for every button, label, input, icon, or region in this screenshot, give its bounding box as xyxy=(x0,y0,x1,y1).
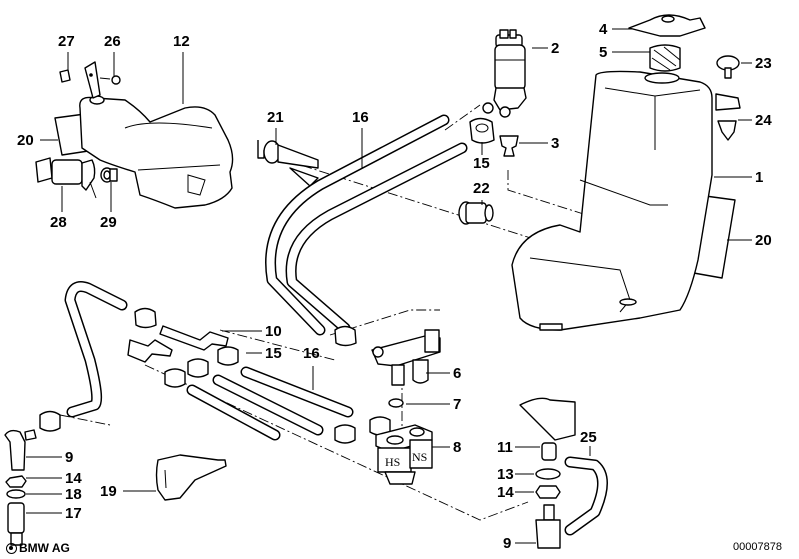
rubber-grommet-29 xyxy=(100,167,118,183)
part-label-8: 8 xyxy=(453,439,462,456)
part-label-16-middle: 16 xyxy=(303,345,320,362)
hose-left xyxy=(64,281,128,418)
expanding-rivet-23 xyxy=(716,55,740,79)
part-label-27: 27 xyxy=(58,33,75,50)
hose-connectors-10 xyxy=(127,325,229,363)
brand-name: BMW AG xyxy=(19,541,70,555)
leader-lines xyxy=(26,28,752,544)
part-label-6: 6 xyxy=(453,365,462,382)
hose-holder-19 xyxy=(155,454,227,501)
hose-clamp-15-top xyxy=(469,117,495,144)
plug-grommet-22 xyxy=(458,201,494,225)
pump-motor-28 xyxy=(35,157,97,199)
part-label-4: 4 xyxy=(599,21,608,38)
part-label-21: 21 xyxy=(267,109,284,126)
part-label-9-right: 9 xyxy=(503,535,512,552)
solenoid-marking-hs: HS xyxy=(385,455,400,469)
part-label-11: 11 xyxy=(497,439,513,456)
part-label-7: 7 xyxy=(453,396,462,413)
part-label-18: 18 xyxy=(65,486,82,503)
part-label-28: 28 xyxy=(50,214,67,231)
plastic-nut-24 xyxy=(717,120,737,141)
copyright-logo-icon xyxy=(6,542,17,554)
part-label-5: 5 xyxy=(599,44,608,61)
part-label-24: 24 xyxy=(755,112,772,129)
part-label-23: 23 xyxy=(755,55,772,72)
part-label-2: 2 xyxy=(551,40,560,57)
expansion-tank-12 xyxy=(54,61,234,209)
o-ring-7 xyxy=(388,398,404,408)
part-label-1: 1 xyxy=(755,169,764,186)
part-label-10: 10 xyxy=(265,323,282,340)
document-id: 00007878 xyxy=(733,541,782,553)
water-hose-16 xyxy=(265,114,468,336)
part-label-13: 13 xyxy=(497,466,514,483)
part-label-12: 12 xyxy=(173,33,190,50)
part-label-15-middle: 15 xyxy=(265,345,282,362)
part-label-29: 29 xyxy=(100,214,117,231)
part-label-20-left: 20 xyxy=(17,132,34,149)
nozzle-assembly-right xyxy=(519,397,608,549)
hose-clamps xyxy=(39,307,391,444)
washer-reservoir-1 xyxy=(511,70,741,331)
brand-mark: BMW AG xyxy=(6,541,70,555)
solenoid-marking-ns: NS xyxy=(412,450,427,464)
filler-cap-4 xyxy=(628,14,706,37)
part-label-14-left: 14 xyxy=(65,470,82,487)
washer-pump-2 xyxy=(482,29,527,118)
t-connector-valve-6 xyxy=(371,329,441,386)
part-label-9-left: 9 xyxy=(65,449,74,466)
part-label-14-right: 14 xyxy=(497,484,514,501)
part-label-17: 17 xyxy=(65,505,82,522)
part-label-15-top: 15 xyxy=(473,155,490,172)
part-label-20-right: 20 xyxy=(755,232,772,249)
solenoid-valve-8 xyxy=(375,424,433,485)
part-label-25: 25 xyxy=(580,429,597,446)
part-label-16-top: 16 xyxy=(352,109,369,126)
part-label-26: 26 xyxy=(104,33,121,50)
part-label-3: 3 xyxy=(551,135,560,152)
nozzle-stack-left xyxy=(4,429,37,546)
part-label-19: 19 xyxy=(100,483,117,500)
hoses-lower xyxy=(186,366,354,441)
filter-screen-5 xyxy=(649,44,681,72)
part-label-22: 22 xyxy=(473,180,490,197)
grommet-3 xyxy=(499,135,519,157)
level-sensor-21 xyxy=(257,140,319,187)
